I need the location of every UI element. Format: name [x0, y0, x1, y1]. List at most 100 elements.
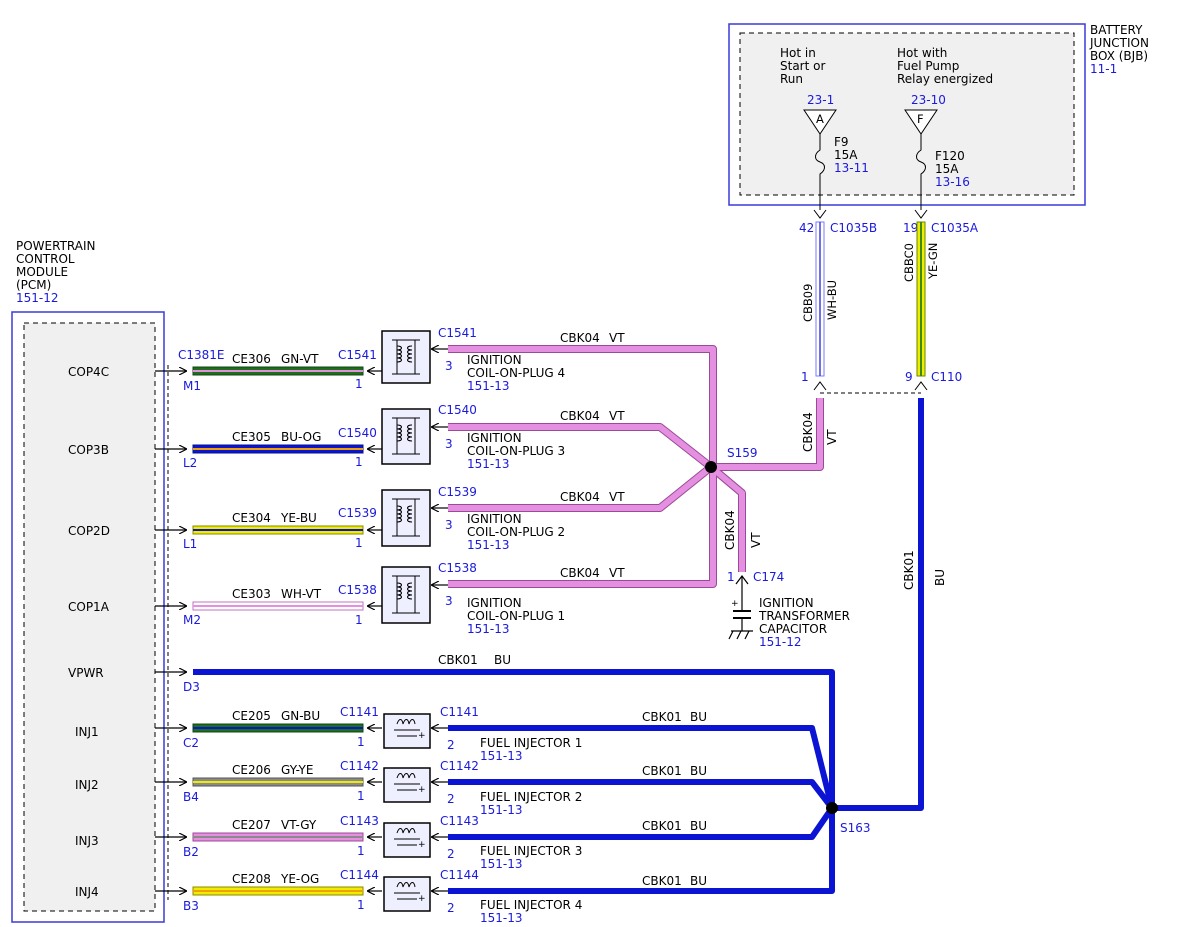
c1035a-arrow-icon: [914, 209, 928, 219]
c1538-pin1: 1: [355, 613, 363, 627]
c1541-left: C1541: [338, 348, 377, 362]
svg-text:+: +: [418, 894, 426, 904]
inj2-wire-label: CBK01: [642, 764, 682, 778]
pin-label-cop1a: COP1A: [68, 600, 110, 614]
c1035a-conn: C1035A: [931, 221, 979, 235]
bjb-ref: 11-1: [1090, 62, 1117, 76]
c1142-right: C1142: [440, 759, 479, 773]
c1540-pin3: 3: [445, 437, 453, 451]
pin-l1: L1: [183, 537, 197, 551]
coil2-name2: COIL-ON-PLUG 2: [467, 525, 565, 539]
fuse-a-icon: [815, 134, 825, 210]
cbk04-vert-label: CBK04: [801, 412, 815, 452]
inj2-name: FUEL INJECTOR 2: [480, 790, 582, 804]
ignition-coils: [368, 349, 448, 606]
c1142-pin2: 2: [447, 792, 455, 806]
pin-label-vpwr: VPWR: [68, 666, 104, 680]
injector-1-icon: +: [383, 713, 431, 749]
c1142-pin1: 1: [357, 789, 365, 803]
fuseF-ref: 23-10: [911, 93, 946, 107]
ce306-color: GN-VT: [281, 352, 319, 366]
coil4-name2: COIL-ON-PLUG 4: [467, 366, 565, 380]
c1144-left: C1144: [340, 868, 379, 882]
battery-junction-box: BATTERY JUNCTION BOX (BJB) 11-1 Hot in S…: [728, 23, 1149, 210]
svg-text:+: +: [418, 840, 426, 850]
c174-conn: C174: [753, 570, 784, 584]
injector-2-icon: +: [383, 767, 431, 803]
ce303-color: WH-VT: [281, 587, 322, 601]
cbb09-label: CBB09: [801, 284, 815, 322]
c110-arrow-1-icon: [813, 381, 827, 391]
fuseA-ref: 23-1: [807, 93, 834, 107]
fuseF-name: F120: [935, 149, 965, 163]
cbk04-coil3-label: CBK04: [560, 409, 600, 423]
c1035b-pin: 42: [799, 221, 814, 235]
coil4-name: IGNITION: [467, 353, 522, 367]
ce305-label: CE305: [232, 430, 271, 444]
ce306-label: CE306: [232, 352, 271, 366]
c1141-pin2: 2: [447, 738, 455, 752]
fuseA-page: 13-11: [834, 161, 869, 175]
svg-text:+: +: [418, 785, 426, 795]
hot1-line2: Start or: [780, 59, 825, 73]
cbbc0-label: CBBC0: [902, 243, 916, 282]
pcm-ref: 151-12: [16, 291, 59, 305]
pcm-pin-rows: COP4C COP3B COP2D COP1A VPWR INJ1 INJ2 I…: [68, 365, 201, 913]
cbk04-coil3-color: VT: [609, 409, 625, 423]
s163-label: S163: [840, 821, 871, 835]
coil-3-icon: [381, 408, 431, 465]
pcm-title-4: (PCM): [16, 278, 51, 292]
inj4-wire-label: CBK01: [642, 874, 682, 888]
coil3-name: IGNITION: [467, 431, 522, 445]
c1538-left: C1538: [338, 583, 377, 597]
bjb-title-1: BATTERY: [1090, 23, 1143, 37]
c174-pin: 1: [727, 570, 735, 584]
coil4-ref: 151-13: [467, 379, 510, 393]
wire-cbbc0: [916, 221, 926, 377]
wire-cbb09: [815, 221, 825, 377]
ce205-label: CE205: [232, 709, 271, 723]
vpwr-wire-color: BU: [494, 653, 511, 667]
cap-ref: 151-12: [759, 635, 802, 649]
vpwr-wire-label: CBK01: [438, 653, 478, 667]
c1035a-pin: 19: [903, 221, 918, 235]
pcm-title-3: MODULE: [16, 265, 68, 279]
cbk04-coil1-color: VT: [609, 566, 625, 580]
coil2-name: IGNITION: [467, 512, 522, 526]
pin-d3: D3: [183, 680, 200, 694]
coil-2-icon: [381, 489, 431, 547]
hot1-line3: Run: [780, 72, 803, 86]
fuseF-amp: 15A: [935, 162, 959, 176]
coil1-name: IGNITION: [467, 596, 522, 610]
injector-signal-wires: [192, 723, 364, 896]
inj1-name: FUEL INJECTOR 1: [480, 736, 582, 750]
ce208-label: CE208: [232, 872, 271, 886]
inj2-wire-color: BU: [690, 764, 707, 778]
inj2-ref: 151-13: [480, 803, 523, 817]
cbbc0-color: YE-GN: [926, 243, 940, 280]
inj1-wire-label: CBK01: [642, 710, 682, 724]
c110-arrow-9-icon: [914, 381, 928, 391]
bus-f-letter: F: [917, 112, 924, 126]
pin-m1: M1: [183, 379, 201, 393]
ce208-color: YE-OG: [280, 872, 319, 886]
inj4-ref: 151-13: [480, 911, 523, 925]
inj4-wire-color: BU: [690, 874, 707, 888]
c1035b-conn: C1035B: [830, 221, 877, 235]
inj3-name: FUEL INJECTOR 3: [480, 844, 582, 858]
coil3-name2: COIL-ON-PLUG 3: [467, 444, 565, 458]
cbk04-coil2-color: VT: [609, 490, 625, 504]
coil1-ref: 151-13: [467, 622, 510, 636]
pin-m2: M2: [183, 613, 201, 627]
s159-label: S159: [727, 446, 758, 460]
c1539-pin1: 1: [355, 536, 363, 550]
pin-c2: C2: [183, 736, 199, 750]
bus-a-triangle-icon: [803, 109, 837, 135]
fuse-f-icon: [916, 134, 926, 210]
c1541-pin3: 3: [445, 359, 453, 373]
c110-pin9: 9: [905, 370, 913, 384]
c1143-right: C1143: [440, 814, 479, 828]
ce206-label: CE206: [232, 763, 271, 777]
c1541-pin1: 1: [355, 377, 363, 391]
pcm-title-2: CONTROL: [16, 252, 75, 266]
